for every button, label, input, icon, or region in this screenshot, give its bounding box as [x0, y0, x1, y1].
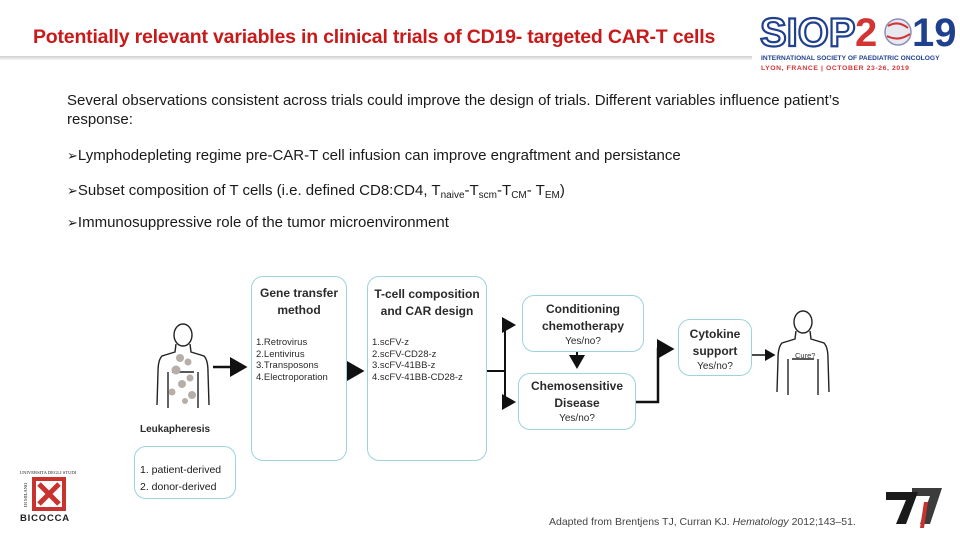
citation-authors: Adapted from Brentjens TJ, Curran KJ.: [549, 516, 733, 528]
bullet-text: Subset composition of T cells (i.e. defi…: [77, 182, 441, 199]
tcell-composition-box: T-cell composition and CAR design: [367, 276, 487, 461]
bicocca-seal-top-text: UNIVERSITA DEGLI STUDI: [20, 470, 77, 475]
subscript-naive: naive: [440, 190, 465, 201]
chemosensitive-title-1: Chemosensitive: [530, 379, 624, 393]
bullet-marker: ➢: [67, 215, 78, 230]
citation-details: 2012;143–51.: [788, 516, 856, 528]
subscript-cm: CM: [511, 190, 527, 201]
conditioning-chemotherapy-box: Conditioning chemotherapy Yes/no?: [522, 295, 644, 352]
slide-title: Potentially relevant variables in clinic…: [33, 26, 716, 48]
bullet-text: Immunosuppressive role of the tumor micr…: [77, 214, 449, 231]
siop-2019-logo: SIOP 2 19: [759, 10, 957, 56]
cure-label: Cure?: [795, 351, 815, 360]
list-item: 4.scFV-41BB-CD28-z: [372, 371, 463, 383]
corner-logo-icon: [886, 488, 942, 528]
gene-transfer-list: 1.Retrovirus 2.Lentivirus 3.Transposons …: [256, 337, 328, 383]
bicocca-seal-logo: UNIVERSITA DEGLI STUDI DI MILANO: [20, 470, 77, 511]
gene-transfer-title-2: method: [277, 302, 321, 317]
citation-journal: Hematology: [732, 516, 789, 528]
siop-logo-year-2: 2: [855, 11, 877, 55]
cytokine-yes-no: Yes/no?: [697, 361, 733, 372]
siop-society-name: INTERNATIONAL SOCIETY OF PAEDIATRIC ONCO…: [761, 55, 940, 62]
source-item-donor: 2. donor-derived: [140, 481, 217, 493]
bullet-marker: ➢: [67, 183, 78, 198]
bullet-text: Lymphodepleting regime pre-CAR-T cell in…: [77, 147, 681, 164]
list-item: 2.scFV-CD28-z: [372, 348, 437, 360]
patient-figure-icon: [156, 323, 210, 408]
tcell-title-1: T-cell composition: [374, 287, 480, 301]
intro-paragraph: Several observations consistent across t…: [67, 92, 840, 128]
bicocca-wordmark: BICOCCA: [20, 513, 70, 524]
cured-patient-figure-icon: [776, 310, 830, 395]
arrow-to-cytokine: [636, 339, 675, 404]
chemosensitive-title-2: Disease: [554, 395, 600, 410]
source-item-patient: 1. patient-derived: [140, 464, 222, 476]
conditioning-yes-no: Yes/no?: [565, 336, 601, 347]
arrow-to-chemosensitive: [502, 371, 516, 410]
bullet-subset-composition: ➢Subset composition of T cells (i.e. def…: [67, 182, 565, 201]
leukapheresis-label: Leukapheresis: [140, 424, 211, 435]
tcell-title-2: and CAR design: [380, 303, 474, 318]
chemosensitive-disease-box: Chemosensitive Disease Yes/no?: [518, 373, 636, 430]
gene-transfer-box: Gene transfer method: [251, 276, 347, 461]
bullet-immunosuppressive: ➢Immunosuppressive role of the tumor mic…: [67, 214, 449, 231]
siop-location-dates: LYON, FRANCE | OCTOBER 23-26, 2019: [761, 65, 910, 72]
bicocca-seal-side-text: DI MILANO: [23, 482, 28, 507]
subscript-scm: scm: [478, 190, 498, 201]
title-underline: [0, 56, 752, 60]
gene-transfer-title-1: Gene transfer: [259, 286, 339, 300]
conditioning-title-2: chemotherapy: [541, 318, 625, 333]
arrow-to-conditioning: [487, 317, 516, 372]
list-item: 2.Lentivirus: [256, 348, 305, 360]
bullet-lymphodepleting: ➢Lymphodepleting regime pre-CAR-T cell i…: [67, 147, 681, 164]
list-item: 4.Electroporation: [256, 371, 328, 383]
bullet-marker: ➢: [67, 148, 78, 163]
siop-logo-letters: SIOP: [760, 11, 856, 55]
leukocyte-spots-icon: [168, 354, 196, 404]
conditioning-title-1: Conditioning: [546, 302, 620, 316]
cytokine-title-1: Cytokine: [689, 327, 741, 341]
subscript-em: EM: [544, 190, 560, 201]
citation: Adapted from Brentjens TJ, Curran KJ. He…: [549, 516, 856, 528]
list-item: 3.scFV-41BB-z: [372, 360, 436, 371]
list-item: 3.Transposons: [256, 360, 319, 371]
siop-logo-year-19: 19: [912, 11, 957, 55]
car-design-list: 1.scFV-z 2.scFV-CD28-z 3.scFV-41BB-z 4.s…: [372, 337, 463, 383]
cell-source-box: [134, 446, 236, 499]
cytokine-title-2: support: [692, 343, 738, 358]
chemosensitive-yes-no: Yes/no?: [559, 413, 595, 424]
cytokine-support-box: Cytokine support Yes/no?: [678, 319, 752, 376]
list-item: 1.Retrovirus: [256, 337, 308, 348]
list-item: 1.scFV-z: [372, 337, 409, 348]
